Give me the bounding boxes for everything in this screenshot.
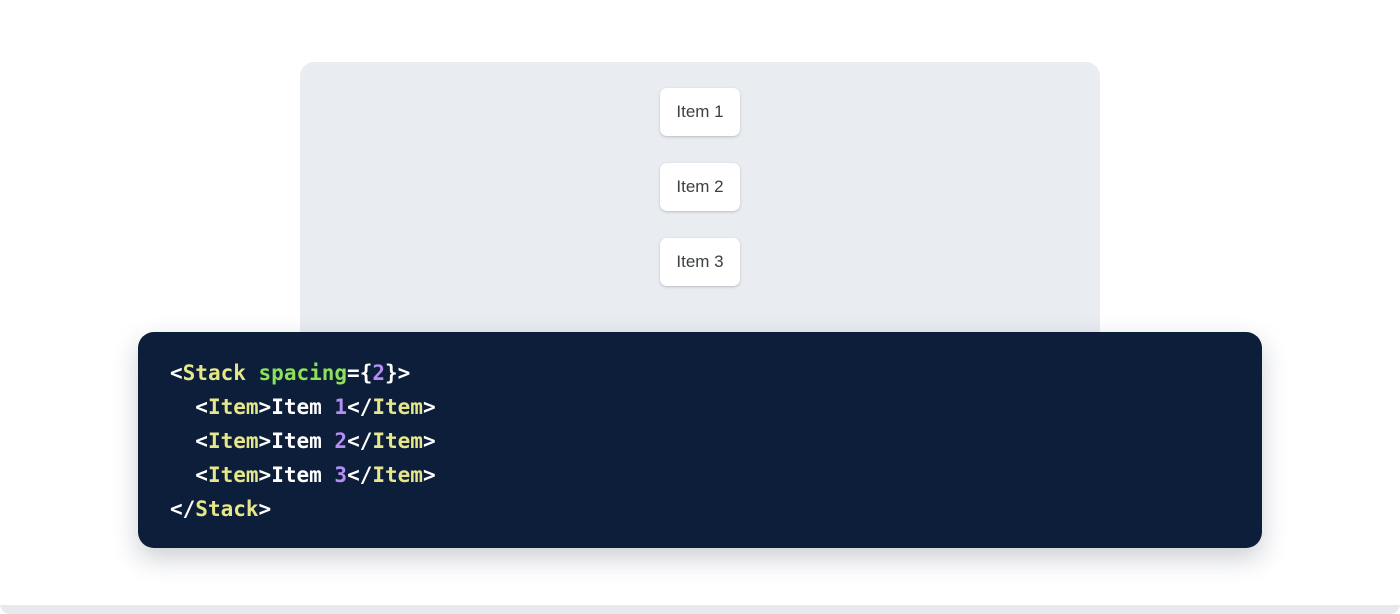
code-line: <Item>Item 3</Item> <box>170 463 436 487</box>
code-token-num: 1 <box>334 395 348 419</box>
code-token-punct: ={ <box>347 361 373 385</box>
code-token-punct: </ <box>347 429 373 453</box>
stack-item-label: Item 3 <box>676 252 724 271</box>
code-token-attr: spacing <box>258 361 348 385</box>
code-token-punct: > <box>258 463 272 487</box>
stack-item-label: Item 1 <box>676 102 724 121</box>
code-token-punct: </ <box>170 497 196 521</box>
code-token-punct: }> <box>385 361 411 385</box>
code-token-punct: > <box>422 429 436 453</box>
code-token-punct: </ <box>347 463 373 487</box>
code-token-punct: < <box>195 395 208 419</box>
stack-container: Item 1 Item 2 Item 3 <box>300 88 1100 286</box>
code-token-text <box>246 361 259 385</box>
code-token-tag: Stack <box>195 497 259 521</box>
code-line: <Stack spacing={2}> <box>170 361 410 385</box>
code-line: <Item>Item 2</Item> <box>170 429 436 453</box>
code-token-punct: > <box>258 429 272 453</box>
code-token-tag: Stack <box>182 361 246 385</box>
code-token-punct: > <box>422 463 436 487</box>
code-token-tag: Item <box>207 429 259 453</box>
code-token-text: Item <box>271 395 335 419</box>
code-token-punct: </ <box>347 395 373 419</box>
code-snippet-text: <Stack spacing={2}> <Item>Item 1</Item> … <box>170 356 1230 526</box>
code-token-text: Item <box>271 463 335 487</box>
code-token-punct: < <box>195 463 208 487</box>
code-token-punct: > <box>258 395 272 419</box>
component-preview-panel: Item 1 Item 2 Item 3 <box>300 62 1100 352</box>
code-token-tag: Item <box>372 429 423 453</box>
code-line: <Item>Item 1</Item> <box>170 395 436 419</box>
stack-item-label: Item 2 <box>676 177 724 196</box>
stack-item[interactable]: Item 2 <box>660 163 740 211</box>
code-token-num: 2 <box>334 429 348 453</box>
code-token-tag: Item <box>207 463 259 487</box>
code-line: </Stack> <box>170 497 271 521</box>
code-snippet-block: <Stack spacing={2}> <Item>Item 1</Item> … <box>138 332 1262 548</box>
code-token-num: 2 <box>372 361 385 385</box>
code-token-num: 3 <box>334 463 348 487</box>
stack-item[interactable]: Item 1 <box>660 88 740 136</box>
code-token-tag: Item <box>207 395 259 419</box>
code-token-punct: > <box>258 497 272 521</box>
code-token-punct: > <box>422 395 436 419</box>
code-token-tag: Item <box>372 463 423 487</box>
stack-item[interactable]: Item 3 <box>660 238 740 286</box>
code-token-text: Item <box>271 429 335 453</box>
code-token-punct: < <box>195 429 208 453</box>
code-token-tag: Item <box>372 395 423 419</box>
code-token-punct: < <box>170 361 183 385</box>
